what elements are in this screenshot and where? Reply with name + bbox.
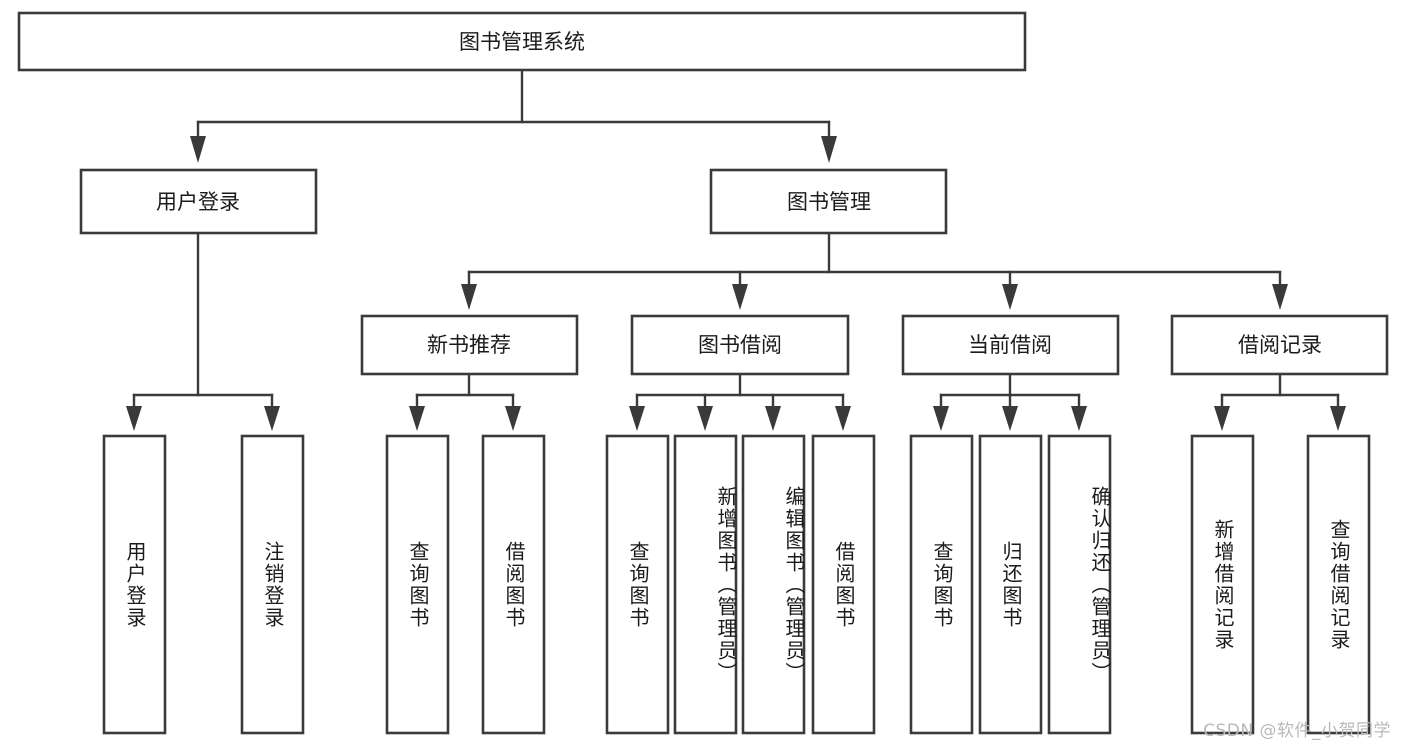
arrow-head-book-borrow [732, 284, 748, 310]
node-new-book-recommend-box[interactable] [360, 314, 579, 376]
node-user-login-label: 用户登录 [156, 190, 240, 214]
node-book-manage-box[interactable] [709, 168, 948, 235]
node-root-box[interactable] [17, 11, 1027, 72]
connector-group-root-to-level2 [190, 68, 837, 163]
arrow-head-bb-3 [765, 406, 781, 431]
connector-group-user-login-to-leaves [126, 231, 280, 431]
leaf-box-logout-login[interactable] [240, 434, 305, 735]
arrow-head-bb-4 [835, 406, 851, 431]
arrow-head-cb-2 [1002, 406, 1018, 431]
arrow-head-br-2 [1330, 406, 1346, 431]
node-new-book-recommend-label: 新书推荐 [427, 333, 511, 357]
arrow-head-nb-2 [505, 406, 521, 431]
node-root-label: 图书管理系统 [459, 30, 585, 54]
node-borrow-record[interactable]: 借阅记录 [1170, 314, 1389, 376]
connector-group-book-manage-to-level3 [461, 231, 1288, 310]
node-book-borrow-box[interactable] [630, 314, 850, 376]
leaf-box-add-record[interactable] [1190, 434, 1255, 735]
node-book-borrow-label: 图书借阅 [698, 333, 782, 357]
arrow-head-user-login [190, 136, 206, 163]
node-book-borrow[interactable]: 图书借阅 [630, 314, 850, 376]
watermark-text: CSDN @软件_小贺同学 [1203, 721, 1391, 741]
connector-group-book-borrow-to-leaves [629, 372, 851, 431]
connector-group-borrow-record-to-leaves [1214, 372, 1346, 431]
arrow-head-leaf-user-login [126, 406, 142, 431]
leaf-box-user-login[interactable] [102, 434, 167, 735]
leaf-box-query-book-2[interactable] [605, 434, 670, 735]
node-current-borrow[interactable]: 当前借阅 [901, 314, 1120, 376]
leaf-box-borrow-book-2[interactable] [811, 434, 876, 735]
connector-group-current-borrow-to-leaves [933, 372, 1087, 431]
node-current-borrow-box[interactable] [901, 314, 1120, 376]
node-root[interactable]: 图书管理系统 [17, 11, 1027, 72]
arrow-head-leaf-logout [264, 406, 280, 431]
arrow-head-cb-1 [933, 406, 949, 431]
node-book-manage[interactable]: 图书管理 [709, 168, 948, 235]
leaf-box-add-book[interactable] [673, 434, 738, 735]
leaf-box-confirm-return[interactable] [1047, 434, 1112, 735]
leaf-box-edit-book[interactable] [741, 434, 806, 735]
arrow-head-book-manage [821, 136, 837, 163]
node-user-login[interactable]: 用户登录 [79, 168, 318, 235]
leaf-box-query-book-1[interactable] [385, 434, 450, 735]
arrow-head-new-book [461, 284, 477, 310]
node-new-book-recommend[interactable]: 新书推荐 [360, 314, 579, 376]
arrow-head-nb-1 [409, 406, 425, 431]
leaf-box-return-book[interactable] [978, 434, 1043, 735]
leaf-box-borrow-book-1[interactable] [481, 434, 546, 735]
node-user-login-box[interactable] [79, 168, 318, 235]
arrow-head-bb-2 [697, 406, 713, 431]
arrow-head-cb-3 [1071, 406, 1087, 431]
leaf-box-query-book-3[interactable] [909, 434, 974, 735]
leaf-box-query-record[interactable] [1306, 434, 1371, 735]
node-borrow-record-label: 借阅记录 [1238, 333, 1322, 357]
arrow-head-borrow-record [1272, 284, 1288, 310]
node-current-borrow-label: 当前借阅 [968, 333, 1052, 357]
node-book-manage-label: 图书管理 [787, 190, 871, 214]
arrow-head-br-1 [1214, 406, 1230, 431]
arrow-head-bb-1 [629, 406, 645, 431]
leaf-box-group [102, 434, 1371, 735]
connector-group-new-book-to-leaves [409, 372, 521, 431]
node-borrow-record-box[interactable] [1170, 314, 1389, 376]
arrow-head-current-borrow [1002, 284, 1018, 310]
